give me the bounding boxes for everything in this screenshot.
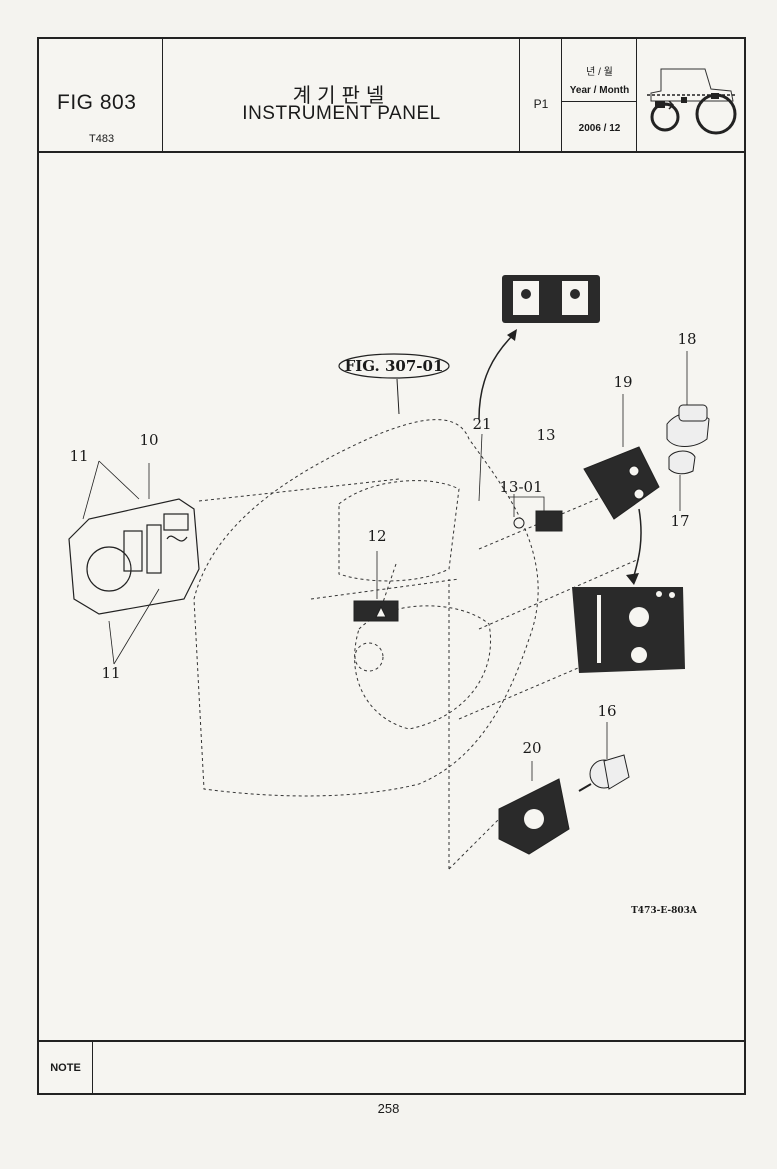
callout-21: 21	[472, 415, 491, 433]
callout-17: 17	[670, 512, 689, 530]
callout-18: 18	[677, 330, 696, 348]
note-label: NOTE	[39, 1042, 93, 1095]
leader-lines	[82, 351, 688, 781]
callout-11-bottom: 11	[101, 664, 120, 682]
arrow-to-inset-top	[478, 333, 515, 420]
callout-19: 19	[613, 373, 632, 391]
instrument-cluster	[68, 498, 200, 615]
fig-code: T483	[89, 133, 115, 145]
page-id: P1	[533, 97, 549, 111]
exploded-parts-diagram: FIG. 307-01 T473-E-803A 10 11 11 12 13 1…	[68, 275, 710, 916]
knob-18	[666, 404, 710, 447]
figure-reference-oval	[338, 353, 450, 379]
title-english: INSTRUMENT PANEL	[242, 103, 441, 124]
date-cell: 년 / 월 Year / Month 2006 / 12	[562, 39, 637, 151]
detail-inset-bottom	[572, 587, 685, 673]
detail-inset-top	[502, 275, 600, 323]
year-month-label: Year / Month	[569, 85, 630, 96]
page-id-cell: P1	[520, 39, 562, 151]
knob-17	[668, 450, 696, 475]
fig-number-cell: FIG 803 T483	[39, 39, 163, 151]
fig-number: FIG 803	[57, 91, 137, 114]
tractor-thumb-cell	[637, 39, 744, 151]
figure-reference: FIG. 307-01	[345, 357, 444, 375]
page-frame: FIG 803 T483 계기판넬 INSTRUMENT PANEL P1 년 …	[37, 37, 746, 1095]
hazard-switch	[353, 600, 399, 622]
drawing-code: T473-E-803A	[631, 906, 698, 916]
callout-11-top: 11	[69, 447, 88, 465]
callout-16: 16	[597, 702, 616, 720]
ignition-switch-16	[578, 754, 630, 792]
steering-opening	[354, 605, 491, 730]
header-block: FIG 803 T483 계기판넬 INSTRUMENT PANEL P1 년 …	[39, 39, 744, 153]
title-korean: 계기판넬	[292, 85, 391, 107]
cluster-opening	[338, 480, 460, 582]
callout-12: 12	[367, 527, 386, 545]
date-divider	[562, 101, 637, 102]
arrow-to-inset-bottom	[632, 508, 642, 580]
switch-13	[513, 510, 563, 532]
tractor-location-icon	[647, 68, 737, 135]
callout-13: 13	[536, 426, 555, 444]
callout-10: 10	[139, 431, 158, 449]
callout-20: 20	[522, 739, 541, 757]
revision-date: 2006 / 12	[578, 123, 621, 134]
page-number: 258	[377, 1101, 400, 1116]
title-cell: 계기판넬 INSTRUMENT PANEL	[163, 39, 520, 151]
switch-panel-19	[583, 446, 660, 520]
note-row: NOTE	[39, 1040, 744, 1095]
callout-13-01: 13-01	[499, 478, 542, 496]
year-month-korean: 년 / 월	[586, 67, 613, 78]
dashboard-outline	[193, 419, 539, 797]
bezel-20	[498, 778, 570, 855]
